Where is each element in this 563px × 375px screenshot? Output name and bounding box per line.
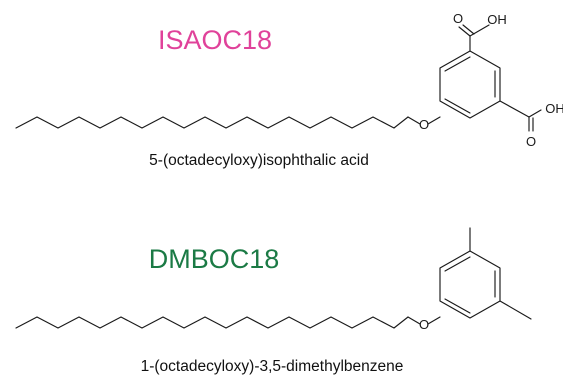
- alkyl-chain-c18-2: [15, 316, 409, 329]
- ether-oxygen-label-2: O: [419, 317, 429, 332]
- ether-aryl-bond-2: [427, 316, 441, 325]
- ether-aryl-bond: [427, 116, 441, 125]
- carboxylic-acid-right: OH O: [499, 100, 563, 149]
- compound-name-dmboc18: 1-(octadecyloxy)-3,5-dimethylbenzene: [141, 358, 404, 375]
- carboxylic-acid-top: O OH: [453, 11, 507, 52]
- acid-right-carbonyl-oxygen-label: O: [526, 134, 536, 149]
- alkyl-chain-c18: [15, 116, 409, 129]
- compound-code-dmboc18: DMBOC18: [149, 244, 280, 274]
- compound-code-isaoc18: ISAOC18: [158, 25, 272, 55]
- ether-oxygen-label: O: [419, 117, 429, 132]
- methyl-right: [499, 300, 532, 320]
- acid-right-hydroxyl-label: OH: [545, 101, 563, 116]
- compound-dmboc18: DMBOC18 O 1-(octadecyloxy)-3,5-dimethylb…: [15, 227, 532, 375]
- compound-name-isaoc18: 5-(octadecyloxy)isophthalic acid: [149, 152, 369, 169]
- acid-top-carbonyl-oxygen-label: O: [453, 11, 463, 26]
- ether-bond-2: [407, 316, 421, 325]
- compound-isaoc18: ISAOC18 O O OH OH O: [15, 11, 563, 169]
- acid-top-hydroxyl-label: OH: [487, 12, 507, 27]
- ether-bond: [407, 116, 421, 125]
- benzene-ring: [439, 50, 501, 119]
- benzene-ring-2: [439, 250, 501, 319]
